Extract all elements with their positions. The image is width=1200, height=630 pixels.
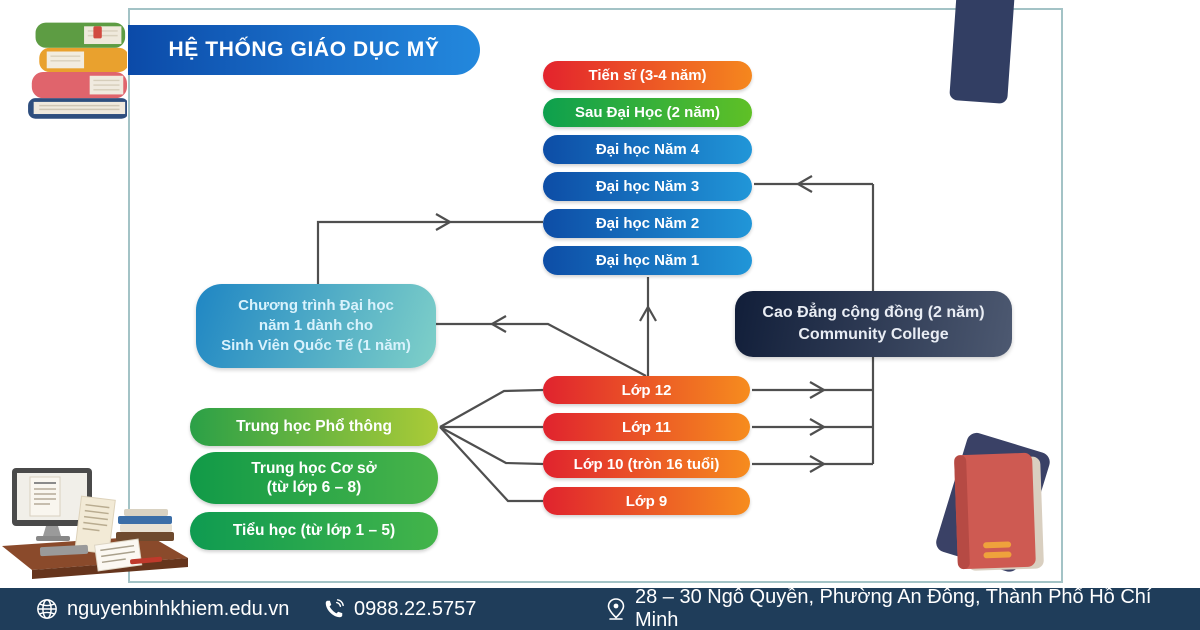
grade-9-label: Lớp 9 xyxy=(625,492,668,510)
node-university-year1-label: Đại học Năm 1 xyxy=(595,252,700,269)
node-grade-9: Lớp 9 xyxy=(543,487,750,515)
node-high-school: Trung học Phổ thông xyxy=(190,408,438,446)
books-stack-illustration xyxy=(28,22,127,119)
grade-10-label: Lớp 10 (tròn 16 tuổi) xyxy=(573,455,720,473)
node-graduate: Sau Đại Học (2 năm) xyxy=(543,98,752,127)
node-phd-label: Tiến sĩ (3-4 năm) xyxy=(588,67,707,84)
footer-bar: nguyenbinhkhiem.edu.vn 0988.22.5757 28 –… xyxy=(0,586,1200,630)
location-pin-icon xyxy=(607,598,625,620)
book-spine-illustration xyxy=(949,0,1015,104)
node-grade-11: Lớp 11 xyxy=(543,413,750,441)
globe-icon xyxy=(37,599,57,619)
books-pair-illustration xyxy=(936,432,1050,572)
page-title-label: HỆ THỐNG GIÁO DỤC MỸ xyxy=(168,38,440,61)
footer-address: 28 – 30 Ngô Quyền, Phường An Đông, Thành… xyxy=(606,586,1200,630)
node-international-program: Chương trình Đại học năm 1 dành cho Sinh… xyxy=(196,284,436,368)
node-university-year2: Đại học Năm 2 xyxy=(543,209,752,238)
primary-school-label: Tiểu học (từ lớp 1 – 5) xyxy=(232,522,396,539)
desk-computer-illustration xyxy=(2,468,188,579)
grade-11-label: Lớp 11 xyxy=(621,418,671,436)
node-university-year3-label: Đại học Năm 3 xyxy=(595,178,700,195)
node-community-college: Cao Đẳng cộng đồng (2 năm) Community Col… xyxy=(735,291,1012,357)
node-grade-10: Lớp 10 (tròn 16 tuổi) xyxy=(543,450,750,478)
intl-line2: năm 1 dành cho xyxy=(258,316,374,334)
node-university-year4: Đại học Năm 4 xyxy=(543,135,752,164)
footer-website-text: nguyenbinhkhiem.edu.vn xyxy=(67,597,290,620)
node-phd: Tiến sĩ (3-4 năm) xyxy=(543,61,752,90)
node-primary-school: Tiểu học (từ lớp 1 – 5) xyxy=(190,512,438,550)
high-school-label: Trung học Phổ thông xyxy=(236,418,392,435)
phone-icon xyxy=(325,599,344,618)
footer-address-text: 28 – 30 Ngô Quyền, Phường An Đông, Thành… xyxy=(634,586,1152,630)
cc-line1: Cao Đẳng cộng đồng (2 năm) xyxy=(762,304,985,322)
node-graduate-label: Sau Đại Học (2 năm) xyxy=(574,104,721,121)
intl-line3: Sinh Viên Quốc Tế (1 năm) xyxy=(221,337,411,355)
node-university-year3: Đại học Năm 3 xyxy=(543,172,752,201)
node-university-year4-label: Đại học Năm 4 xyxy=(595,141,700,158)
middle-school-line2: (từ lớp 6 – 8) xyxy=(266,479,362,496)
grade-12-label: Lớp 12 xyxy=(621,381,672,399)
node-university-year2-label: Đại học Năm 2 xyxy=(595,215,700,232)
cc-line2: Community College xyxy=(798,326,949,343)
footer-phone: 0988.22.5757 xyxy=(323,588,476,630)
node-middle-school: Trung học Cơ sở (từ lớp 6 – 8) xyxy=(190,452,438,504)
footer-phone-text: 0988.22.5757 xyxy=(354,597,477,620)
middle-school-line1: Trung học Cơ sở xyxy=(251,459,377,477)
node-grade-12: Lớp 12 xyxy=(543,376,750,404)
node-university-year1: Đại học Năm 1 xyxy=(543,246,752,275)
footer-website: nguyenbinhkhiem.edu.vn xyxy=(36,588,289,630)
intl-line1: Chương trình Đại học xyxy=(238,296,394,314)
page-title: HỆ THỐNG GIÁO DỤC MỸ xyxy=(128,25,480,75)
